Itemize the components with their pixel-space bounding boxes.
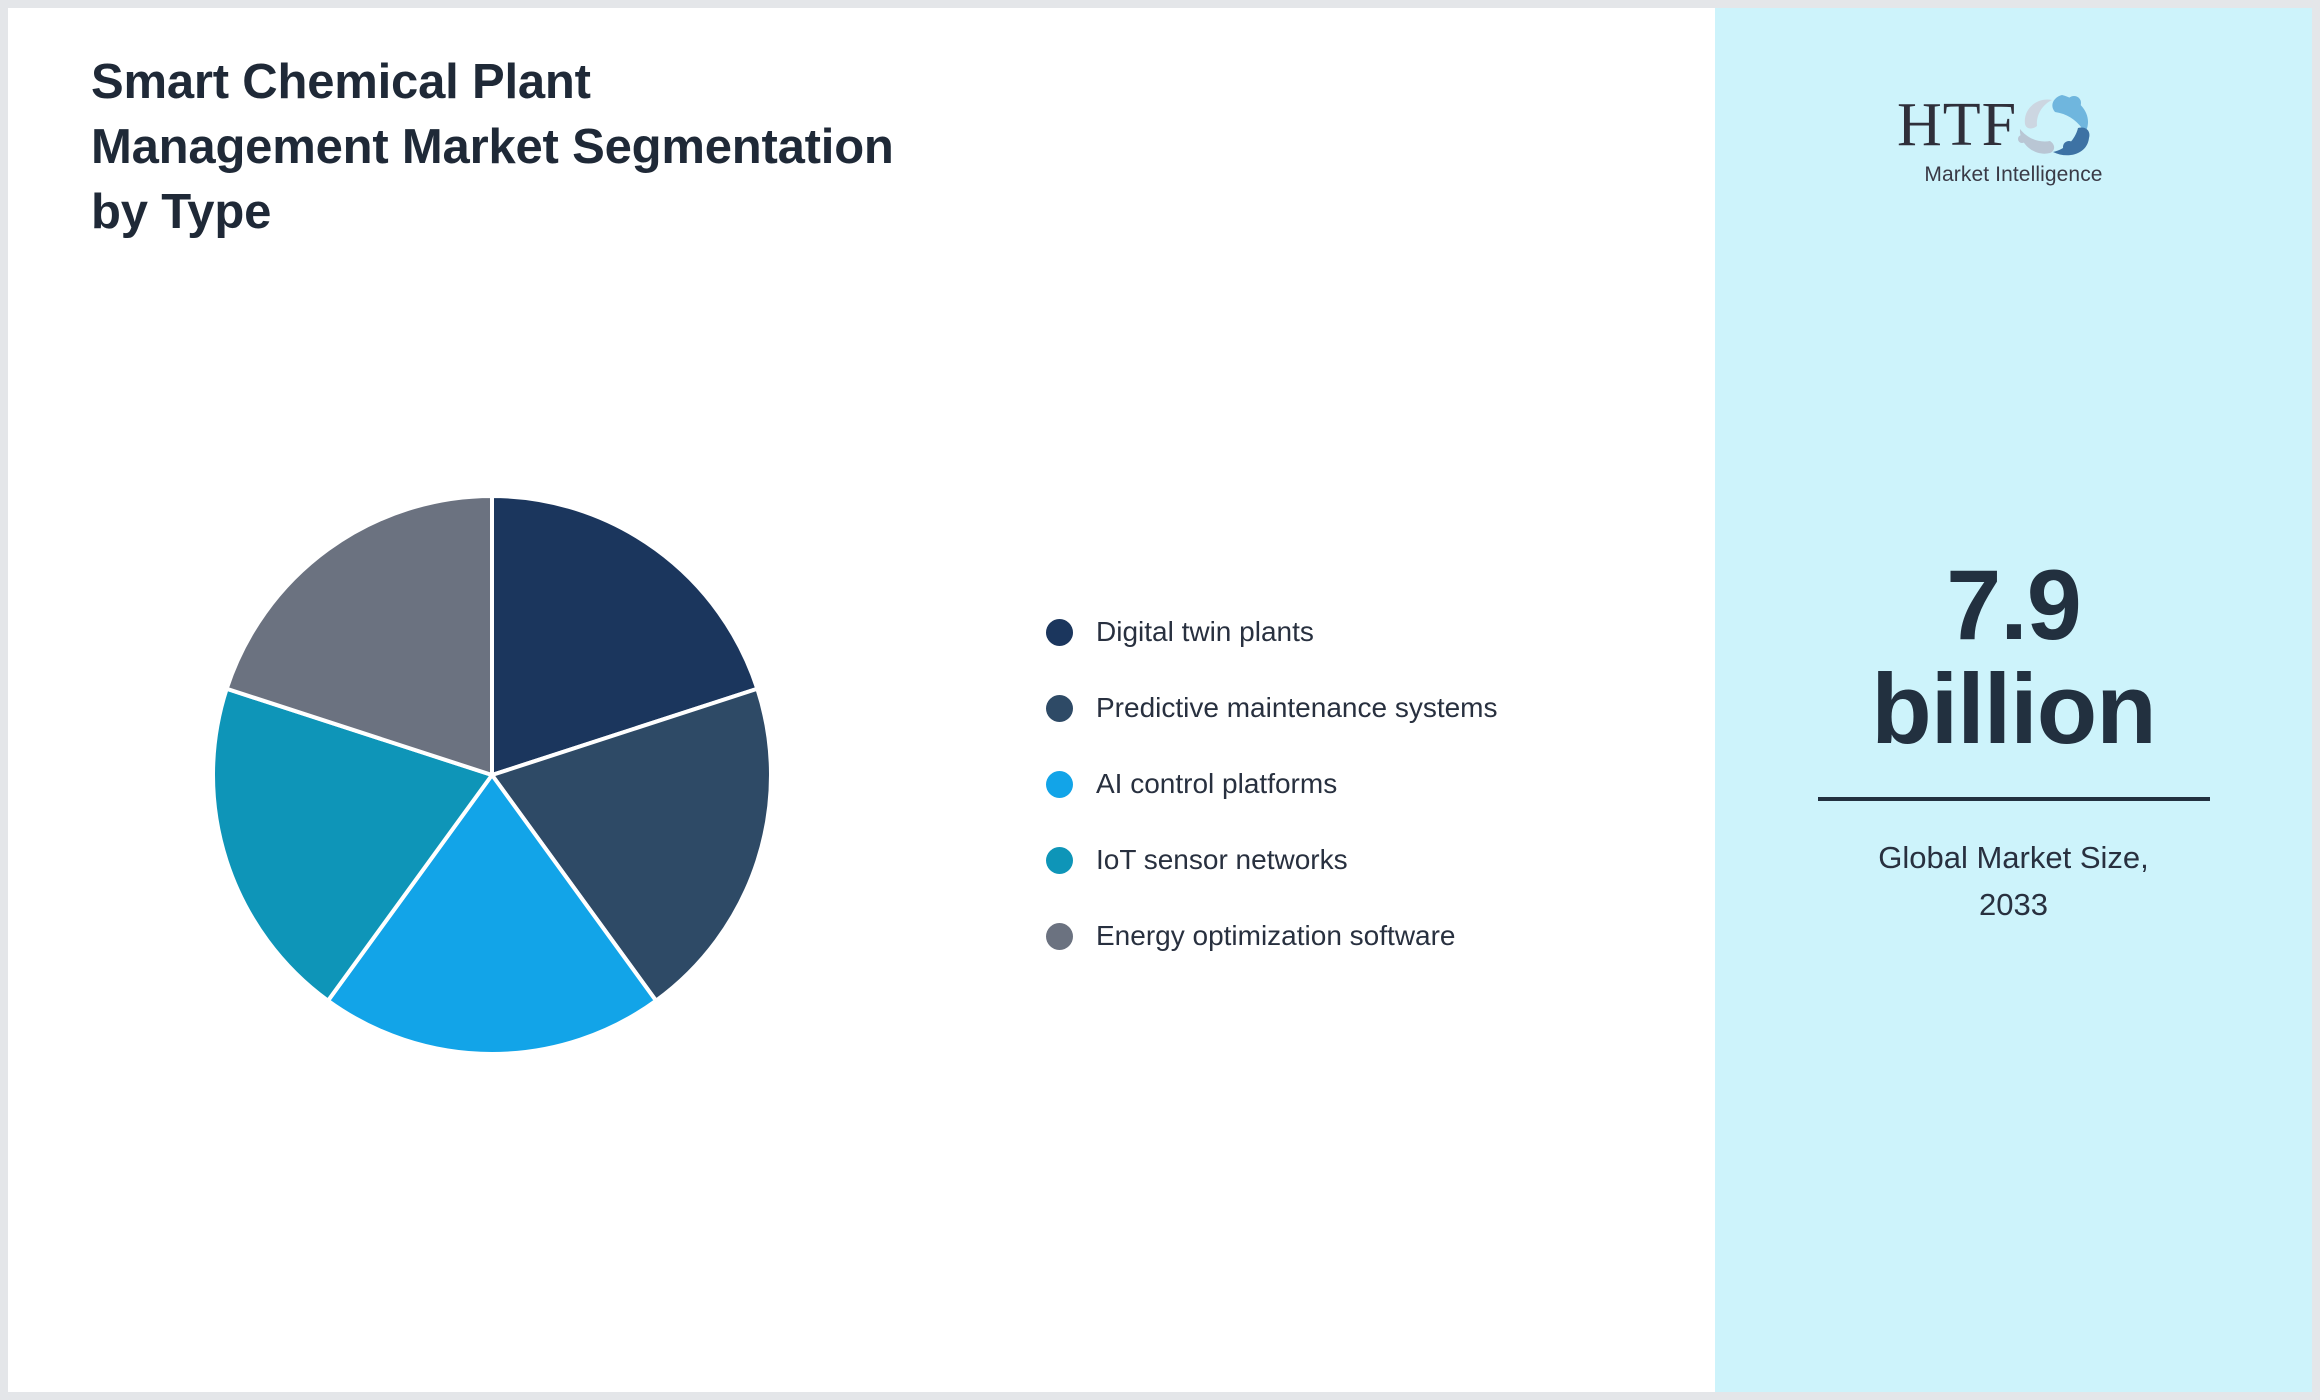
infographic-page: Smart Chemical Plant Management Market S…	[8, 8, 2312, 1392]
legend-item[interactable]: IoT sensor networks	[1046, 822, 1666, 898]
legend-item[interactable]: Predictive maintenance systems	[1046, 670, 1666, 746]
legend-swatch-icon	[1046, 694, 1073, 722]
legend-swatch-icon	[1046, 618, 1073, 646]
legend-item-label: Energy optimization software	[1096, 920, 1456, 951]
pie-chart-svg	[213, 496, 771, 1054]
legend-item-label: AI control platforms	[1096, 768, 1338, 799]
svg-text:HTF: HTF	[1897, 91, 2017, 159]
stat-caption: Global Market Size, 2033	[1878, 840, 2149, 922]
stat-block: 7.9 billion Global Market Size, 2033	[1774, 553, 2254, 928]
legend-item-label: IoT sensor networks	[1096, 844, 1348, 875]
pie-slice[interactable]	[326, 773, 658, 1054]
stat-divider	[1817, 797, 2210, 801]
pie-slice[interactable]	[490, 686, 771, 1003]
main-panel: Smart Chemical Plant Management Market S…	[8, 8, 1715, 1392]
legend-swatch-icon	[1046, 770, 1073, 798]
chart-area	[8, 8, 1715, 1392]
brand-logo: HTF Market Intelligence	[1889, 83, 2139, 187]
stat-value: 7.9 billion	[1871, 549, 2156, 764]
legend-item[interactable]: Energy optimization software	[1046, 898, 1666, 974]
brand-logo-subtitle: Market Intelligence	[1924, 163, 2103, 186]
pie-slice[interactable]	[224, 496, 494, 777]
pie-slice[interactable]	[213, 686, 494, 1003]
pie-chart	[213, 496, 771, 1054]
htf-logo-icon: HTF	[1889, 83, 2139, 161]
stat-sidebar: HTF Market Intelligence 7.9 billion Glob…	[1715, 8, 2312, 1392]
legend-item[interactable]: Digital twin plants	[1046, 594, 1666, 670]
pie-slice[interactable]	[490, 496, 760, 777]
legend-item-label: Predictive maintenance systems	[1096, 692, 1498, 723]
page-title: Smart Chemical Plant Management Market S…	[91, 55, 894, 239]
legend-item[interactable]: AI control platforms	[1046, 746, 1666, 822]
legend-item-label: Digital twin plants	[1096, 616, 1314, 647]
legend-swatch-icon	[1046, 922, 1073, 950]
legend-swatch-icon	[1046, 846, 1073, 874]
